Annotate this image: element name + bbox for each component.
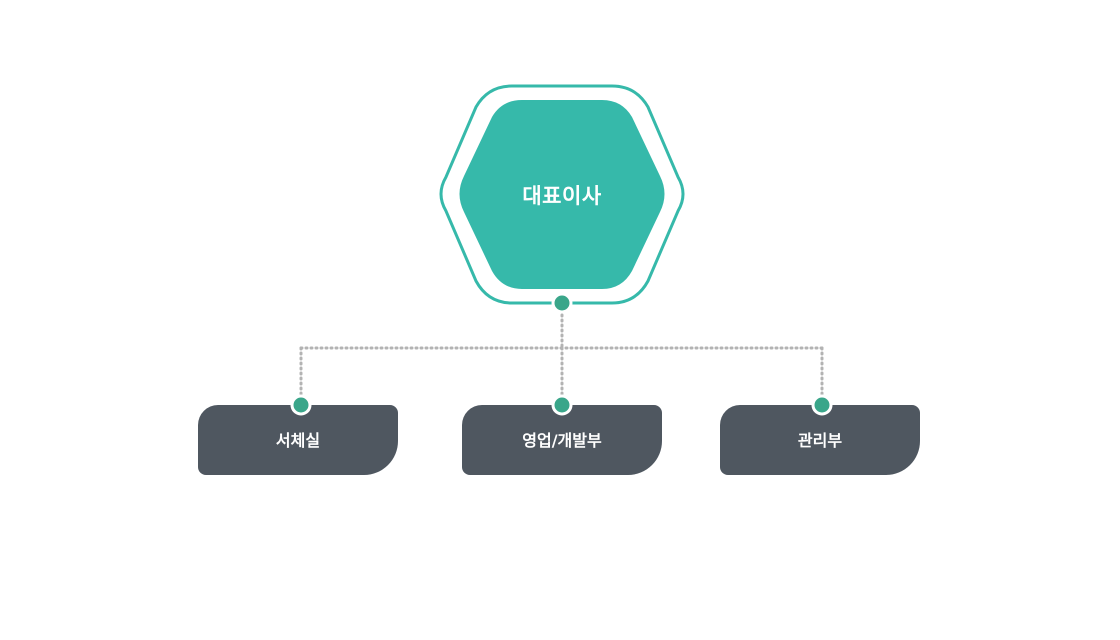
department-node-3[interactable]: 관리부 [720, 405, 920, 475]
department-connector-dot-2 [551, 394, 573, 416]
department-node-1[interactable]: 서체실 [198, 405, 398, 475]
department-connector-dot-1 [290, 394, 312, 416]
ceo-hexagon[interactable] [459, 100, 665, 289]
department-label-3: 관리부 [797, 431, 843, 450]
department-label-1: 서체실 [275, 431, 321, 450]
ceo-connector-dot [551, 292, 573, 314]
department-node-2[interactable]: 영업/개발부 [462, 405, 662, 475]
ceo-label: 대표이사 [522, 184, 602, 208]
department-label-2: 영업/개발부 [522, 431, 602, 450]
ceo-hexagon-outline [439, 84, 685, 305]
department-connector-dot-3 [811, 394, 833, 416]
